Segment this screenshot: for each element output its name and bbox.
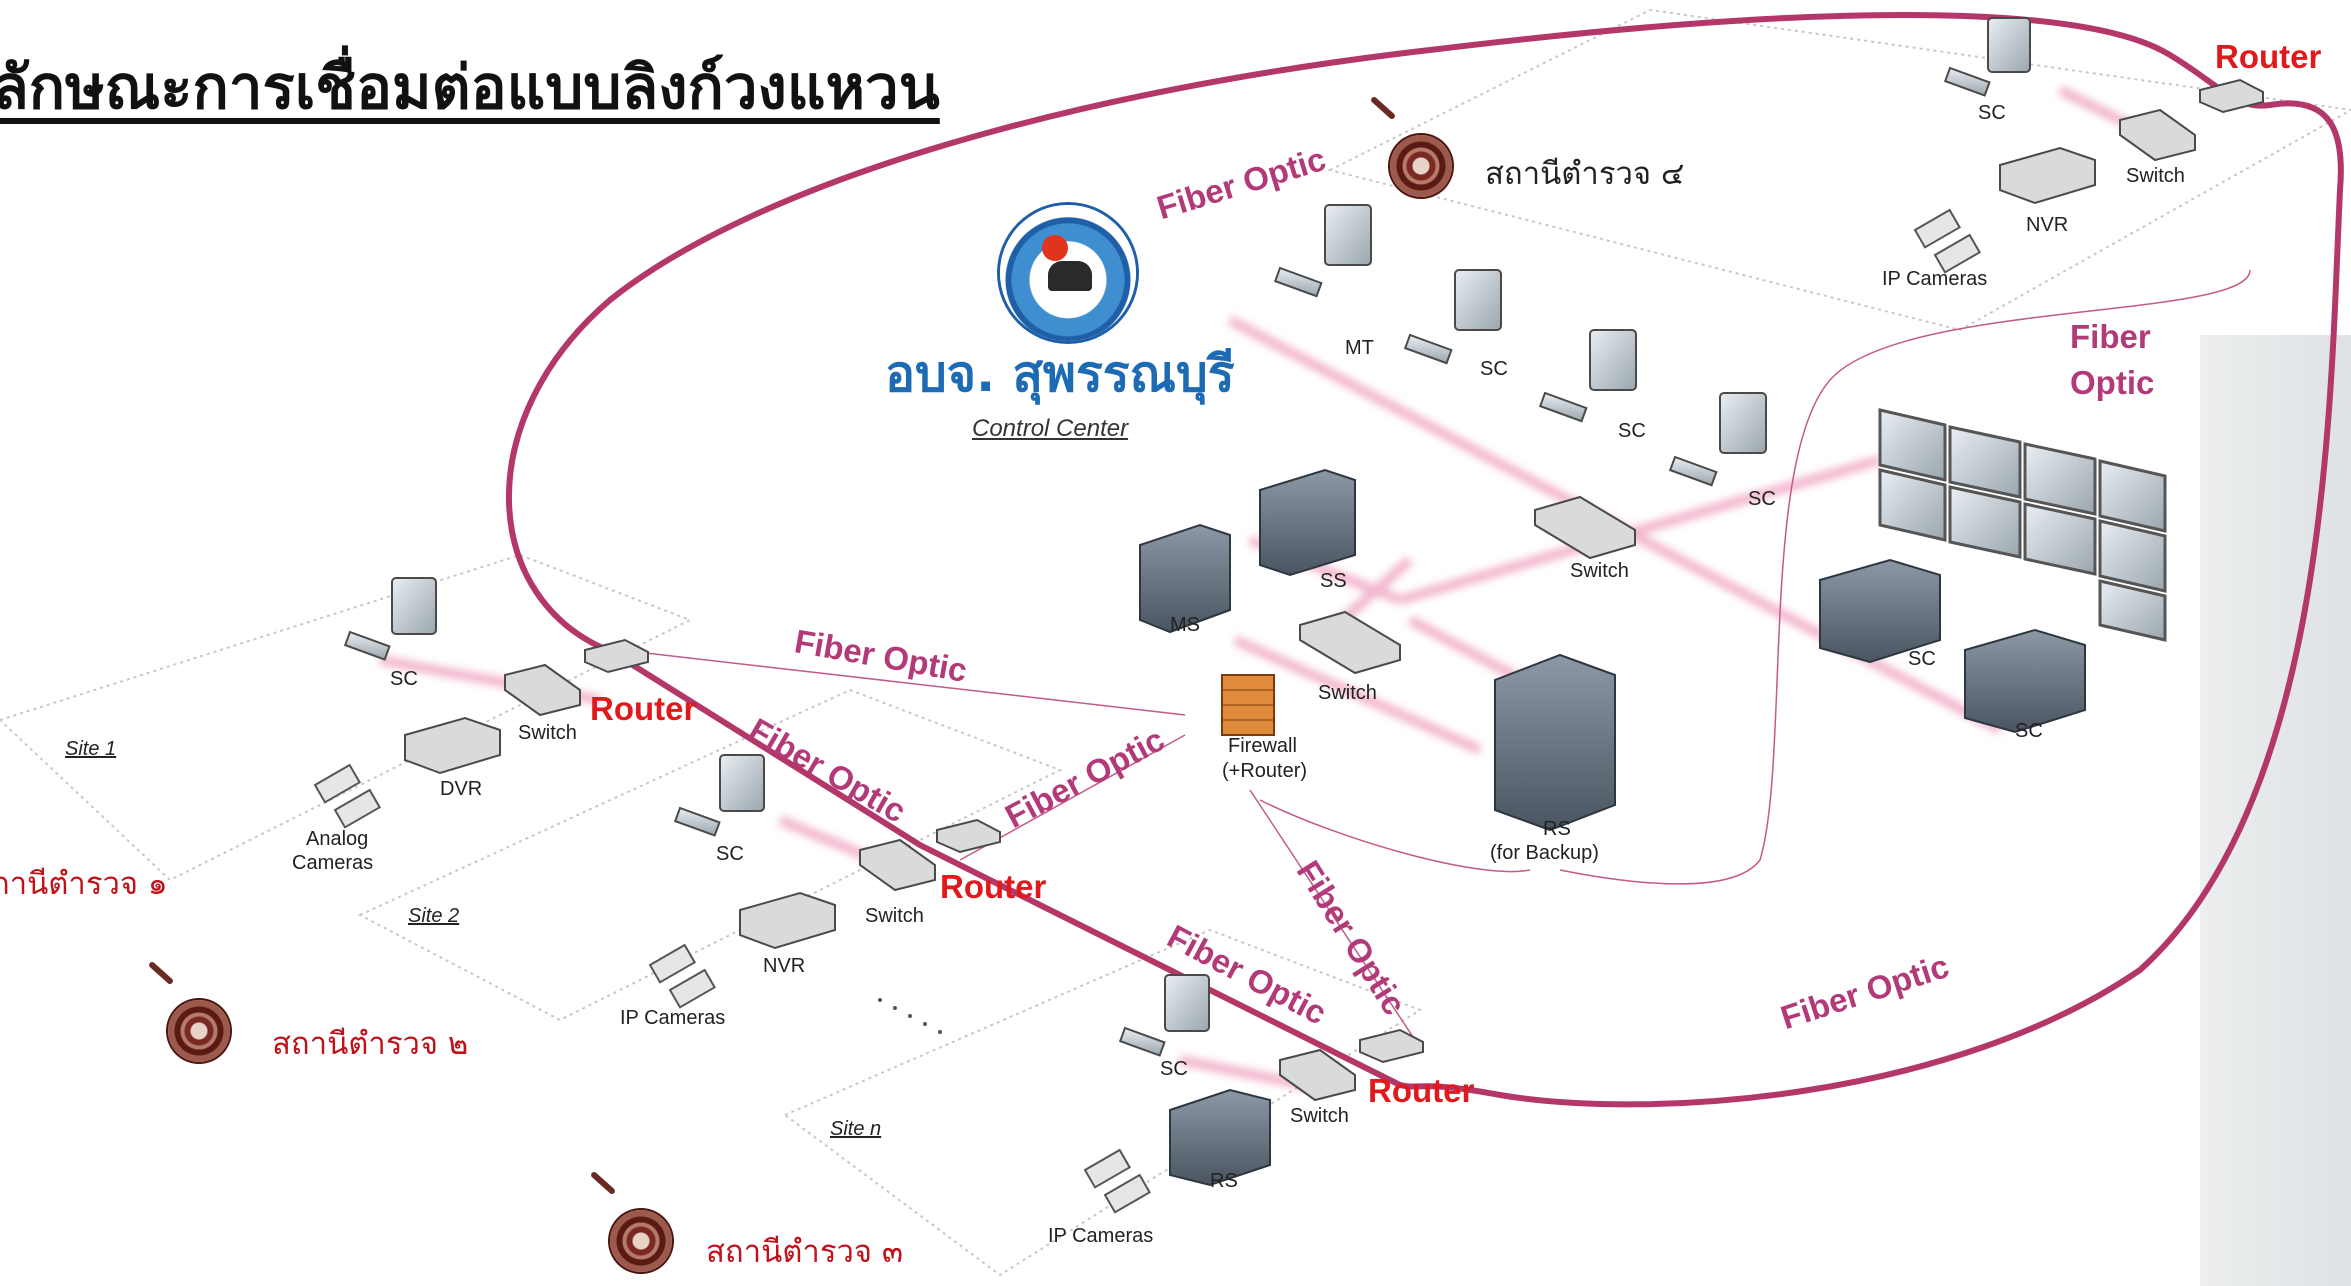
station-3-label: สถานีตำรวจ ๓: [706, 1234, 904, 1270]
device-label: DVR: [440, 778, 483, 800]
firewall-icon: [1221, 674, 1275, 736]
device-label: Switch: [518, 722, 577, 744]
police-seal-icon: [1390, 135, 1452, 197]
police-seal-icon: [168, 1000, 230, 1062]
fiber-label-line1: Fiber: [2070, 318, 2151, 355]
device-label: SC: [390, 668, 418, 690]
device-label: NVR: [763, 955, 806, 977]
device-label: Switch: [1290, 1105, 1349, 1127]
device-label: MT: [1345, 337, 1374, 359]
video-wall: [1878, 408, 2167, 642]
control-center-subtitle: Control Center: [972, 415, 1129, 442]
site-label: Site n: [830, 1118, 882, 1140]
device-label: RS: [1543, 818, 1571, 840]
device-label: SC: [1748, 488, 1776, 510]
device-label: SC: [2015, 720, 2043, 742]
router-label: Router: [2215, 38, 2322, 75]
cameras: [313, 208, 1982, 1214]
page-title: ลักษณะการเชื่อมต่อแบบลิงก์วงแหวน: [0, 53, 940, 123]
device-label: Switch: [1318, 682, 1377, 704]
device-label: Switch: [865, 905, 924, 927]
device-label: Switch: [2126, 165, 2185, 187]
monitors: [343, 17, 2031, 1057]
router-label: Router: [590, 690, 697, 727]
device-label: Analog: [306, 828, 369, 850]
station-2-label: สถานีตำรวจ ๒: [272, 1026, 469, 1062]
site-label: Site 2: [408, 905, 460, 927]
router-label: Router: [940, 868, 1047, 905]
fiber-thin-lines: [619, 269, 2251, 1041]
fiber-label-line2: Optic: [2070, 364, 2155, 401]
device-label: Firewall: [1228, 735, 1297, 757]
site-plates: [0, 8, 2351, 1277]
device-label: IP Cameras: [1882, 268, 1988, 290]
police-seal-icon: [610, 1210, 672, 1272]
device-label: SC: [1978, 102, 2006, 124]
station-1-label: สถานีตำรวจ ๑: [0, 866, 168, 902]
control-center-name: อบจ. สุพรรณบุรี: [885, 345, 1235, 403]
station-4-label: สถานีตำรวจ ๔: [1485, 156, 1685, 192]
ellipsis-dots: [878, 998, 942, 1034]
servers: [1139, 468, 2086, 1187]
agency-logo-icon: [1000, 205, 1136, 341]
device-label: SC: [1160, 1058, 1188, 1080]
device-label: SC: [1480, 358, 1508, 380]
device-label: Switch: [1570, 560, 1629, 582]
device-label: (+Router): [1222, 760, 1308, 782]
router-label: Router: [1368, 1072, 1475, 1109]
device-label: RS: [1210, 1170, 1238, 1192]
device-label: IP Cameras: [620, 1007, 726, 1029]
device-label: Cameras: [292, 852, 374, 874]
background-panel: [2200, 335, 2351, 1286]
network-boxes: [404, 78, 2264, 1102]
device-label: (for Backup): [1490, 842, 1599, 864]
site-label: Site 1: [65, 738, 117, 760]
device-label: SS: [1320, 570, 1347, 592]
device-label: SC: [716, 843, 744, 865]
device-label: MS: [1170, 614, 1200, 636]
device-label: SC: [1908, 648, 1936, 670]
device-label: IP Cameras: [1048, 1225, 1154, 1247]
device-label: SC: [1618, 420, 1646, 442]
device-label: NVR: [2026, 214, 2069, 236]
